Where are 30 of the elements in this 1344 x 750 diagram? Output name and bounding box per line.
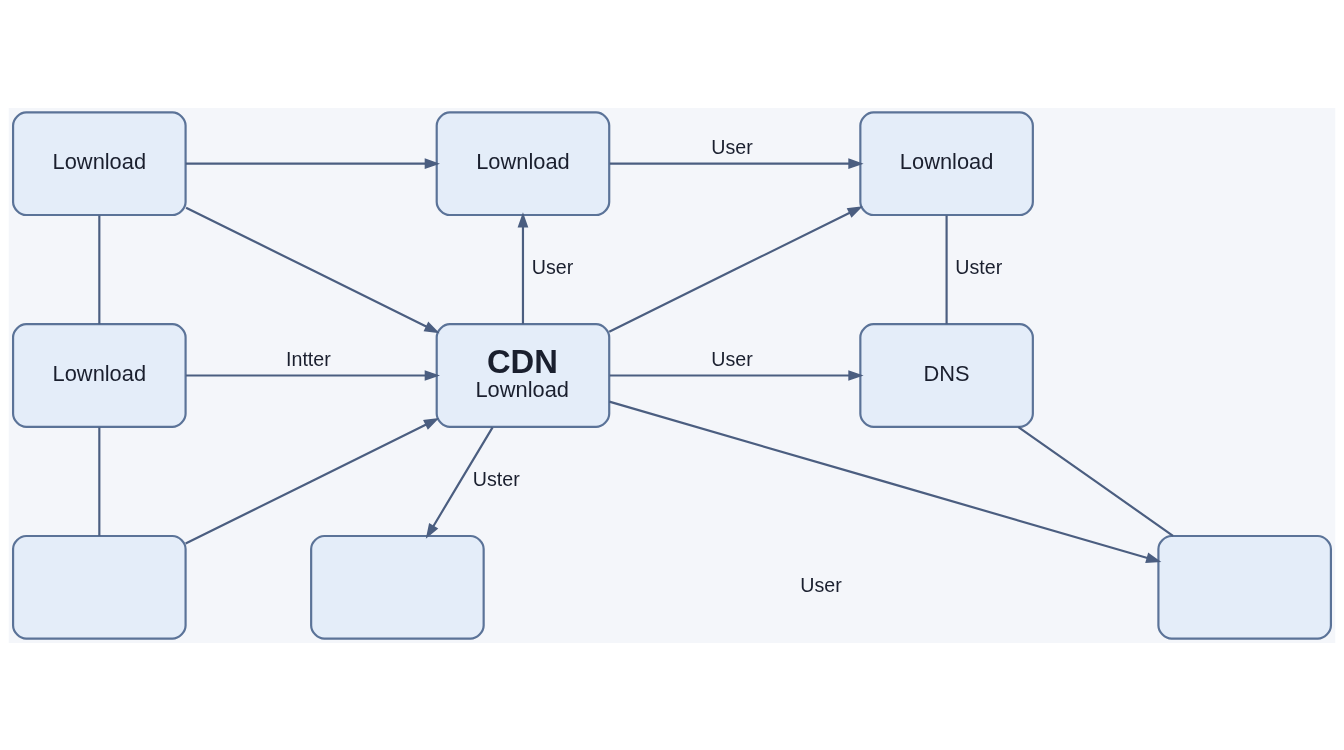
edge-label: Uster — [472, 467, 520, 490]
arrow — [425, 426, 494, 539]
edge-label: User — [531, 255, 574, 278]
arrow — [186, 369, 440, 381]
connector — [1017, 425, 1174, 537]
node-box — [310, 534, 485, 640]
node-box — [1157, 534, 1332, 640]
connector — [945, 215, 948, 324]
arrow — [609, 157, 864, 169]
node-box: Lownload — [12, 322, 187, 428]
arrow — [185, 417, 440, 544]
arrow — [517, 211, 529, 324]
arrow — [608, 205, 863, 333]
edge-label: Intter — [286, 347, 331, 370]
arrow — [609, 400, 1162, 563]
node-box: CDN Lownload — [435, 322, 611, 428]
arrow — [185, 157, 440, 169]
edge-label: User — [711, 135, 753, 158]
node-box: Lownload — [12, 110, 187, 216]
node-box: Lownload — [435, 110, 611, 216]
arrow — [185, 206, 440, 333]
arrow — [609, 369, 864, 381]
edge-label: Uster — [955, 255, 1003, 278]
edge-label: User — [711, 347, 753, 370]
connector — [98, 215, 101, 324]
connector — [98, 426, 101, 536]
node-box: Lownload — [859, 110, 1034, 216]
node-box — [12, 534, 187, 640]
node-box: DNS — [859, 322, 1034, 428]
label: User — [800, 573, 842, 596]
